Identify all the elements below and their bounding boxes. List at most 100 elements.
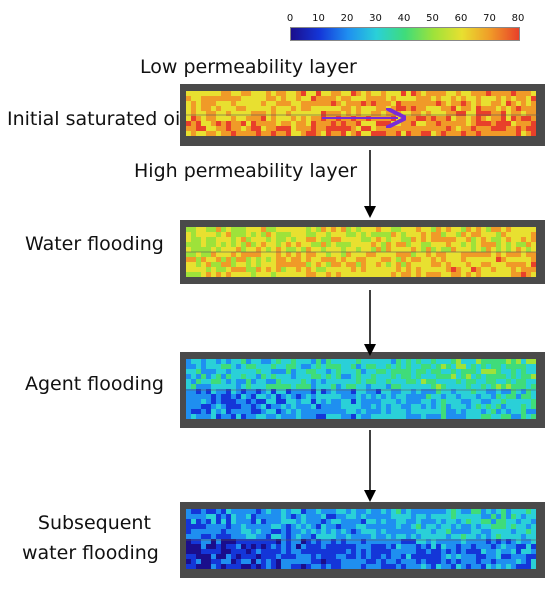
heatmap-cell [441, 379, 446, 384]
heatmap-cell [351, 534, 356, 539]
heatmap-cell [406, 509, 411, 514]
heatmap-cell [271, 247, 276, 252]
heatmap-cell [471, 131, 476, 136]
heatmap-cell [416, 534, 421, 539]
heatmap-cell [311, 529, 316, 534]
heatmap-cell [356, 267, 361, 272]
heatmap-cell [246, 539, 251, 544]
heatmap-cell [516, 539, 521, 544]
heatmap-cell [386, 549, 391, 554]
heatmap-cell [351, 374, 356, 379]
heatmap-cell [301, 232, 306, 237]
heatmap-cell [531, 389, 536, 394]
heatmap-cell [531, 126, 536, 131]
heatmap-cell [331, 101, 336, 106]
heatmap-cell [501, 404, 506, 409]
heatmap-cell [251, 509, 256, 514]
heatmap-cell [506, 374, 511, 379]
heatmap-cell [456, 131, 461, 136]
heatmap-cell [426, 549, 431, 554]
heatmap-cell [296, 554, 301, 559]
heatmap-cell [436, 399, 441, 404]
heatmap-cell [421, 101, 426, 106]
heatmap-cell [361, 414, 366, 419]
heatmap-cell [221, 529, 226, 534]
heatmap-cell [296, 409, 301, 414]
heatmap-cell [486, 247, 491, 252]
heatmap-cell [306, 359, 311, 364]
heatmap-cell [301, 106, 306, 111]
heatmap-cell [351, 91, 356, 96]
heatmap-cell [476, 559, 481, 564]
heatmap-cell [471, 91, 476, 96]
heatmap-cell [396, 374, 401, 379]
heatmap-cell [461, 539, 466, 544]
heatmap-cell [361, 111, 366, 116]
heatmap-cell [256, 409, 261, 414]
heatmap-cell [366, 379, 371, 384]
heatmap-cell [221, 554, 226, 559]
heatmap-cell [516, 111, 521, 116]
heatmap-cell [451, 101, 456, 106]
heatmap-cell [226, 232, 231, 237]
heatmap-cell [491, 409, 496, 414]
heatmap-cell [461, 227, 466, 232]
heatmap-cell [291, 519, 296, 524]
heatmap-cell [236, 252, 241, 257]
heatmap-cell [356, 237, 361, 242]
heatmap-cell [486, 414, 491, 419]
heatmap-cell [496, 116, 501, 121]
heatmap-cell [276, 111, 281, 116]
heatmap-cell [416, 126, 421, 131]
heatmap-cell [531, 369, 536, 374]
heatmap-cell [226, 399, 231, 404]
heatmap-cell [236, 121, 241, 126]
heatmap-cell [496, 544, 501, 549]
heatmap-cell [451, 404, 456, 409]
high-permeability-label: High permeability layer [134, 160, 358, 182]
heatmap-cell [321, 389, 326, 394]
heatmap-cell [471, 242, 476, 247]
heatmap-cell [511, 409, 516, 414]
heatmap-cell [511, 549, 516, 554]
heatmap-cell [481, 232, 486, 237]
heatmap-cell [521, 534, 526, 539]
heatmap-cell [486, 232, 491, 237]
heatmap-cell [496, 242, 501, 247]
heatmap-cell [366, 559, 371, 564]
heatmap-cell [521, 564, 526, 569]
heatmap-cell [356, 272, 361, 277]
heatmap-cell [331, 409, 336, 414]
heatmap-cell [206, 554, 211, 559]
heatmap-cell [386, 369, 391, 374]
heatmap-cell [531, 227, 536, 232]
heatmap-cell [471, 121, 476, 126]
heatmap-cell [331, 126, 336, 131]
heatmap-cell [236, 272, 241, 277]
heatmap-cell [396, 544, 401, 549]
heatmap-cell [466, 237, 471, 242]
heatmap-cell [391, 379, 396, 384]
heatmap-cell [321, 232, 326, 237]
heatmap-cell [421, 247, 426, 252]
heatmap-cell [391, 369, 396, 374]
heatmap-cell [291, 131, 296, 136]
heatmap-cell [241, 514, 246, 519]
heatmap-cell [321, 272, 326, 277]
heatmap-cell [241, 359, 246, 364]
heatmap-cell [211, 227, 216, 232]
heatmap-cell [266, 519, 271, 524]
heatmap-cell [231, 514, 236, 519]
heatmap-cell [376, 359, 381, 364]
heatmap-cell [306, 564, 311, 569]
heatmap-cell [516, 394, 521, 399]
heatmap-cell [201, 409, 206, 414]
heatmap-cell [521, 111, 526, 116]
heatmap-cell [486, 509, 491, 514]
heatmap-cell [446, 131, 451, 136]
heatmap-cell [501, 549, 506, 554]
heatmap-cell [276, 384, 281, 389]
heatmap-cell [501, 247, 506, 252]
heatmap-cell [391, 364, 396, 369]
heatmap-cell [426, 252, 431, 257]
